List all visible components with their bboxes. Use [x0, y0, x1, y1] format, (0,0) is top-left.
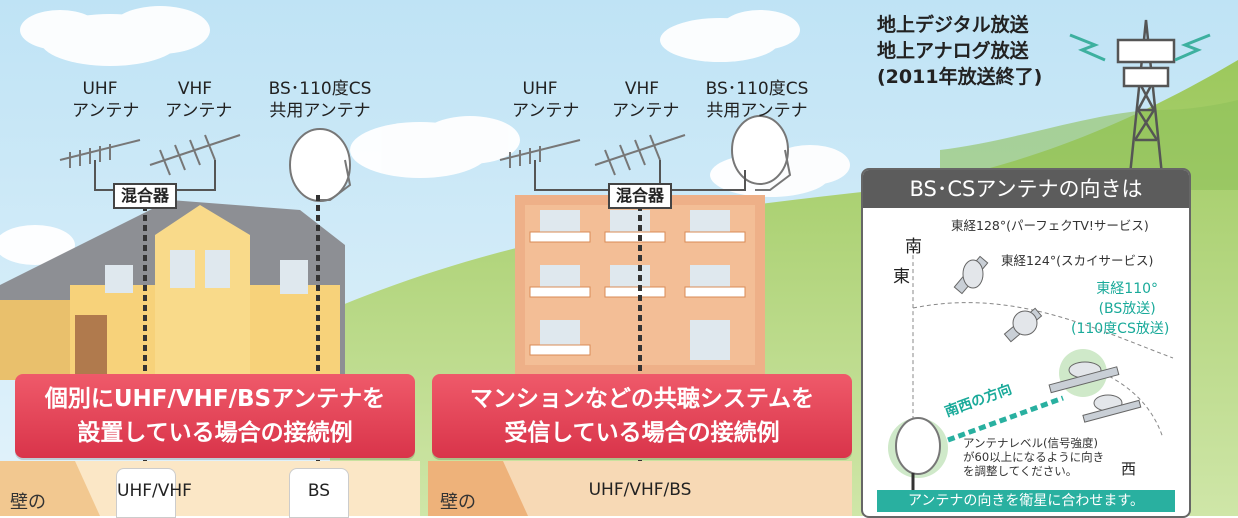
south-label: 南	[905, 237, 922, 257]
sat110-line3: (110度CS放送)	[1071, 321, 1170, 337]
tower-analog-label: 地上アナログ放送	[877, 40, 1029, 62]
banner-line2: 受信している場合の接続例	[504, 420, 780, 446]
wall-socket-bs: BS	[289, 468, 349, 518]
sat110-line2: (BS放送)	[1098, 301, 1156, 317]
vhf-antenna-icon	[149, 134, 686, 176]
dish-icon	[888, 417, 948, 500]
mixer-label-left: 混合器	[113, 183, 178, 209]
banner-line1: マンションなどの共聴システムを	[469, 386, 815, 412]
uhf-antenna-icon	[59, 139, 581, 168]
individual-antenna-banner: 個別にUHF/VHF/BSアンテナを 設置している場合の接続例	[15, 374, 415, 458]
satellite-icon	[953, 255, 1142, 423]
banner-line2: 設置している場合の接続例	[77, 420, 353, 446]
vhf-antenna-label: VHF アンテナ	[612, 78, 680, 122]
orbit-diagram	[888, 248, 1174, 500]
sat110-label: 東経110° (BS放送) (110度CS放送)	[1071, 278, 1169, 338]
antenna-label-line2: アンテナ	[165, 101, 233, 121]
adjust-note: アンテナレベル(信号強度) が60以上になるように向き を調整してください。	[963, 436, 1104, 478]
signal-wave-icons	[1069, 33, 1211, 62]
antenna-label-line1: VHF	[177, 79, 213, 99]
antenna-label-line1: BS･110度CS	[268, 79, 372, 99]
note-line1: アンテナレベル(信号強度)	[963, 436, 1099, 450]
west-label: 西	[1121, 460, 1137, 478]
tower-end-label: (2011年放送終了)	[877, 66, 1043, 88]
southwest-arrow	[947, 395, 1064, 443]
tower-digital-label: 地上デジタル放送	[877, 14, 1029, 36]
antenna-label-line2: アンテナ	[512, 101, 580, 121]
sat128-label: 東経128°(パーフェクTV!サービス)	[951, 218, 1149, 233]
vhf-antenna-label: VHF アンテナ	[165, 78, 233, 122]
antenna-label-line1: UHF	[522, 79, 558, 99]
antenna-label-line1: VHF	[624, 79, 660, 99]
bs-antenna-label: BS･110度CS 共用アンテナ	[255, 78, 385, 122]
east-label: 東	[893, 267, 910, 287]
socket-label: UHF/VHF	[117, 481, 192, 501]
mixer-label-right: 混合器	[608, 183, 673, 209]
panel-footer: アンテナの向きを衛星に合わせます。	[877, 490, 1175, 512]
wall-corner-left	[0, 461, 100, 516]
antenna-label-line2: 共用アンテナ	[269, 101, 371, 121]
wall-socket-uhf-vhf-bs: UHF/VHF/BS	[580, 468, 700, 516]
antenna-label-line1: BS･110度CS	[705, 79, 809, 99]
uhf-antenna-label: UHF アンテナ	[72, 78, 140, 122]
antenna-label-line1: UHF	[82, 79, 118, 99]
broadcast-tower-icon	[1116, 19, 1176, 176]
tower-caption: 地上デジタル放送 地上アナログ放送 (2011年放送終了)	[877, 12, 1042, 90]
sat124-label: 東経124°(スカイサービス)	[1001, 253, 1154, 268]
wall-label-left: 壁の	[10, 492, 46, 513]
wall-corner-right	[428, 461, 528, 516]
banner-line1: 個別にUHF/VHF/BSアンテナを	[44, 386, 386, 412]
note-line3: を調整してください。	[963, 464, 1078, 478]
sat110-line1: 東経110°	[1096, 281, 1159, 297]
note-line2: が60以上になるように向き	[963, 450, 1105, 464]
socket-label: UHF/VHF/BS	[588, 480, 692, 500]
antenna-label-line2: 共用アンテナ	[706, 101, 808, 121]
uhf-antenna-label: UHF アンテナ	[512, 78, 580, 122]
detached-house-icon	[0, 200, 345, 385]
bs-dish-antenna-icon	[289, 115, 792, 202]
wall-label-right: 壁の	[440, 492, 476, 513]
antenna-label-line2: アンテナ	[72, 101, 140, 121]
shared-system-banner: マンションなどの共聴システムを 受信している場合の接続例	[432, 374, 852, 458]
antenna-direction-panel: BS･CSアンテナの向きは 東経128°(パーフェクTV!サービス) 南 東経1…	[861, 168, 1191, 518]
panel-title: BS･CSアンテナの向きは	[863, 170, 1189, 208]
socket-label: BS	[307, 481, 331, 501]
bs-antenna-label: BS･110度CS 共用アンテナ	[692, 78, 822, 122]
wall-socket-uhf-vhf: UHF/VHF	[116, 468, 192, 518]
antenna-label-line2: アンテナ	[612, 101, 680, 121]
